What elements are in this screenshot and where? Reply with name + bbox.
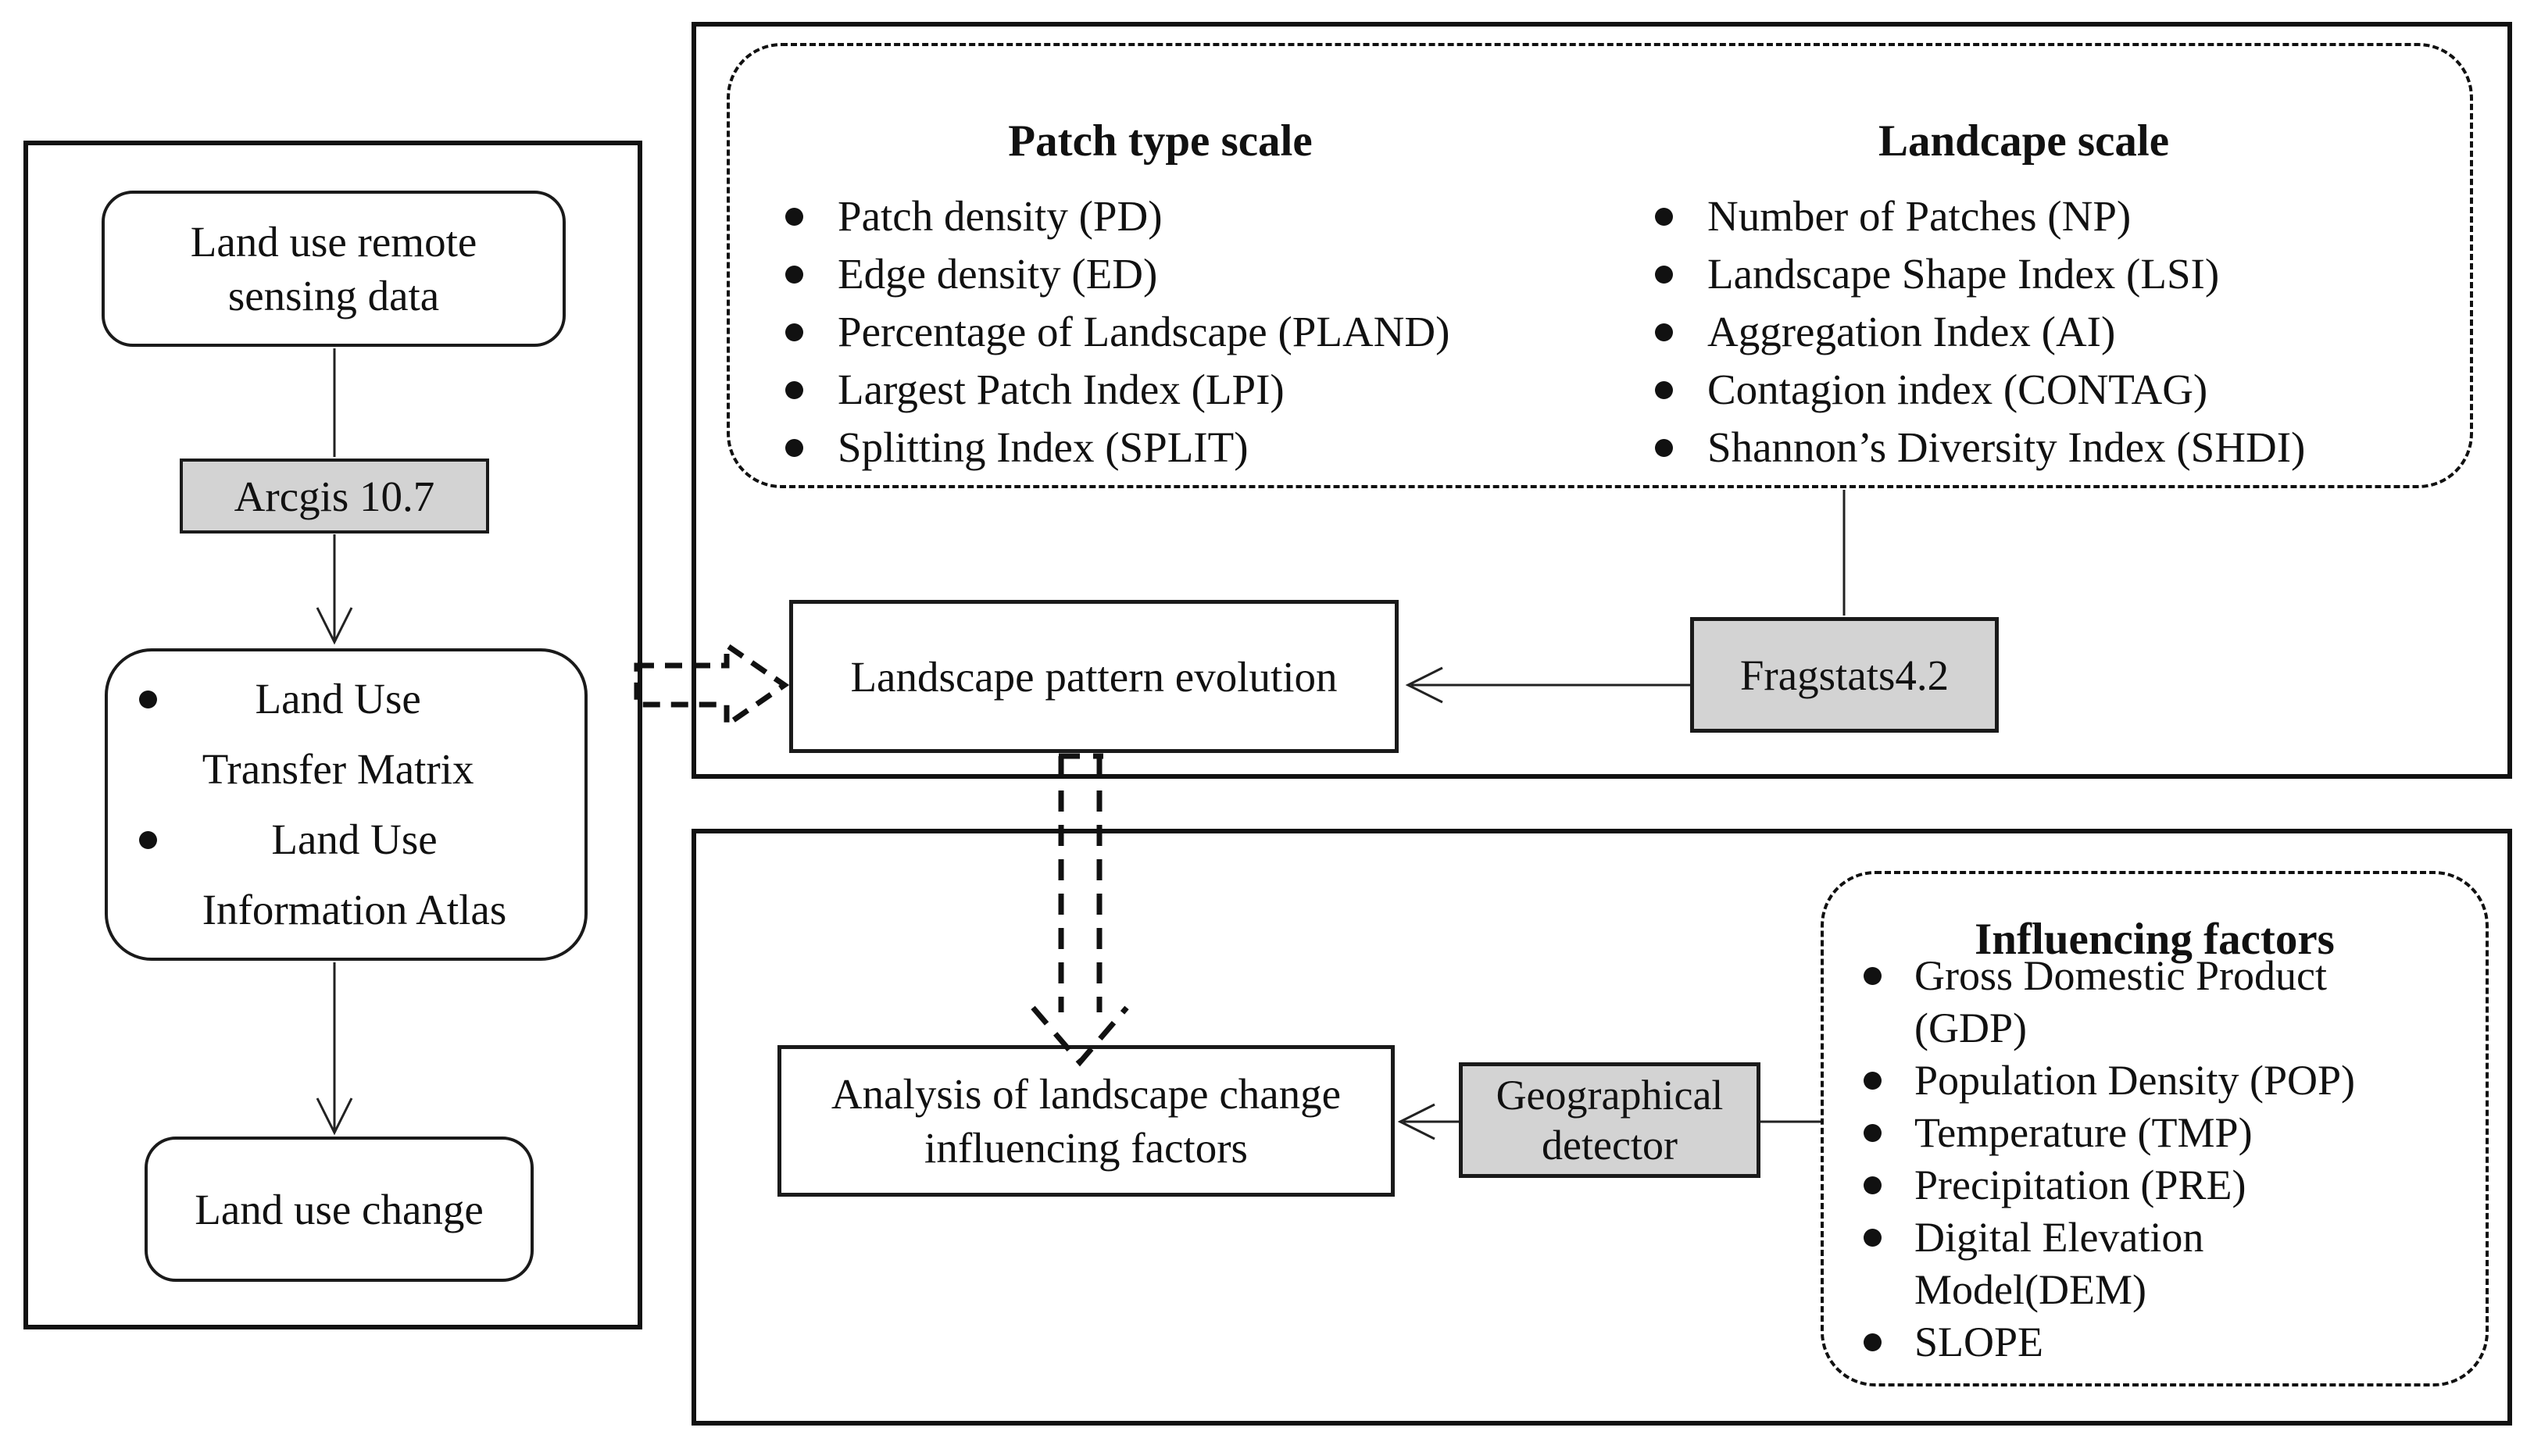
landscape-scale-list: Number of Patches (NP) Landscape Shape I…: [1655, 187, 2305, 476]
bullet-icon: [1655, 323, 1673, 341]
land-use-change-label: Land use change: [195, 1185, 484, 1233]
list-item-label: Land Use Transfer Matrix: [202, 675, 474, 793]
remote-sensing-node: Land use remote sensing data: [102, 191, 566, 347]
bullet-icon: [785, 323, 803, 341]
bullet-icon: [785, 208, 803, 226]
list-item: Contagion index (CONTAG): [1655, 361, 2305, 419]
geo-detector-tool-node: Geographical detector: [1459, 1062, 1760, 1178]
list-item-label: Largest Patch Index (LPI): [838, 366, 1285, 413]
bullet-icon: [1864, 1072, 1882, 1090]
remote-sensing-label: Land use remote sensing data: [190, 218, 477, 319]
list-item: Patch density (PD): [785, 187, 1449, 245]
list-item: Splitting Index (SPLIT): [785, 419, 1449, 476]
list-item-label: Land Use Information Atlas: [202, 815, 507, 933]
metrics-dashed-box: [727, 43, 2473, 488]
bullet-icon: [1655, 381, 1673, 399]
list-item-label: Edge density (ED): [838, 250, 1158, 298]
list-item-label: Population Density (POP): [1914, 1057, 2356, 1104]
land-use-outputs-list: Land Use Transfer Matrix Land Use Inform…: [138, 664, 507, 945]
list-item: Digital Elevation Model(DEM): [1864, 1212, 2355, 1316]
list-item: Precipitation (PRE): [1864, 1159, 2355, 1212]
pattern-panel: [692, 22, 2512, 779]
land-use-outputs-node: Land Use Transfer Matrix Land Use Inform…: [105, 648, 588, 961]
influencing-factors-list: Gross Domestic Product (GDP) Population …: [1864, 950, 2355, 1369]
landscape-scale-title: Landcape scale: [1878, 116, 2170, 166]
list-item-label: Temperature (TMP): [1914, 1109, 2253, 1156]
bullet-icon: [138, 691, 157, 708]
influencing-factors-title: Influencing factors: [1975, 915, 2335, 964]
list-item-label: Aggregation Index (AI): [1707, 308, 2116, 355]
list-item: Largest Patch Index (LPI): [785, 361, 1449, 419]
list-item: Number of Patches (NP): [1655, 187, 2305, 245]
bullet-icon: [785, 266, 803, 284]
analysis-node: Analysis of landscape change influencing…: [777, 1045, 1395, 1197]
fragstats-label: Fragstats4.2: [1739, 651, 1950, 699]
geo-detector-label: Geographical detector: [1496, 1072, 1724, 1169]
list-item-label: Contagion index (CONTAG): [1707, 366, 2208, 413]
bullet-icon: [1864, 1176, 1882, 1194]
list-item: Percentage of Landscape (PLAND): [785, 303, 1449, 361]
list-item: Land Use Information Atlas: [138, 805, 507, 945]
list-item-label: Shannon’s Diversity Index (SHDI): [1707, 423, 2306, 471]
patch-scale-title: Patch type scale: [1008, 116, 1313, 166]
list-item-label: Patch density (PD): [838, 192, 1163, 240]
fragstats-tool-node: Fragstats4.2: [1690, 617, 1999, 733]
list-item-label: Gross Domestic Product (GDP): [1914, 952, 2327, 1051]
list-item-label: Number of Patches (NP): [1707, 192, 2132, 240]
list-item: Population Density (POP): [1864, 1055, 2355, 1107]
bullet-icon: [1864, 1124, 1882, 1142]
list-item: Shannon’s Diversity Index (SHDI): [1655, 419, 2305, 476]
list-item-label: SLOPE: [1914, 1319, 2044, 1365]
bullet-icon: [785, 381, 803, 399]
bullet-icon: [1864, 967, 1882, 985]
pattern-evolution-node: Landscape pattern evolution: [789, 600, 1399, 753]
bullet-icon: [138, 831, 157, 849]
arcgis-label: Arcgis 10.7: [234, 472, 435, 520]
patch-scale-list: Patch density (PD) Edge density (ED) Per…: [785, 187, 1449, 476]
influencing-dashed-box: [1821, 871, 2489, 1386]
list-item-label: Splitting Index (SPLIT): [838, 423, 1249, 471]
list-item: Edge density (ED): [785, 245, 1449, 303]
list-item-label: Landscape Shape Index (LSI): [1707, 250, 2220, 298]
list-item: Aggregation Index (AI): [1655, 303, 2305, 361]
bullet-icon: [1655, 266, 1673, 284]
arcgis-tool-node: Arcgis 10.7: [180, 459, 489, 534]
list-item-label: Digital Elevation Model(DEM): [1914, 1214, 2204, 1313]
list-item: Land Use Transfer Matrix: [138, 664, 507, 805]
land-use-change-node: Land use change: [145, 1137, 534, 1282]
list-item: SLOPE: [1864, 1316, 2355, 1369]
list-item: Landscape Shape Index (LSI): [1655, 245, 2305, 303]
bullet-icon: [1655, 439, 1673, 457]
pattern-evolution-label: Landscape pattern evolution: [850, 652, 1338, 701]
list-item: Temperature (TMP): [1864, 1107, 2355, 1159]
factors-panel: [692, 829, 2512, 1426]
analysis-label: Analysis of landscape change influencing…: [831, 1070, 1342, 1172]
bullet-icon: [785, 439, 803, 457]
list-item-label: Percentage of Landscape (PLAND): [838, 308, 1450, 355]
bullet-icon: [1864, 1333, 1882, 1351]
bullet-icon: [1655, 208, 1673, 226]
bullet-icon: [1864, 1229, 1882, 1247]
list-item-label: Precipitation (PRE): [1914, 1162, 2246, 1208]
list-item: Gross Domestic Product (GDP): [1864, 950, 2355, 1055]
left-panel: [23, 141, 642, 1329]
